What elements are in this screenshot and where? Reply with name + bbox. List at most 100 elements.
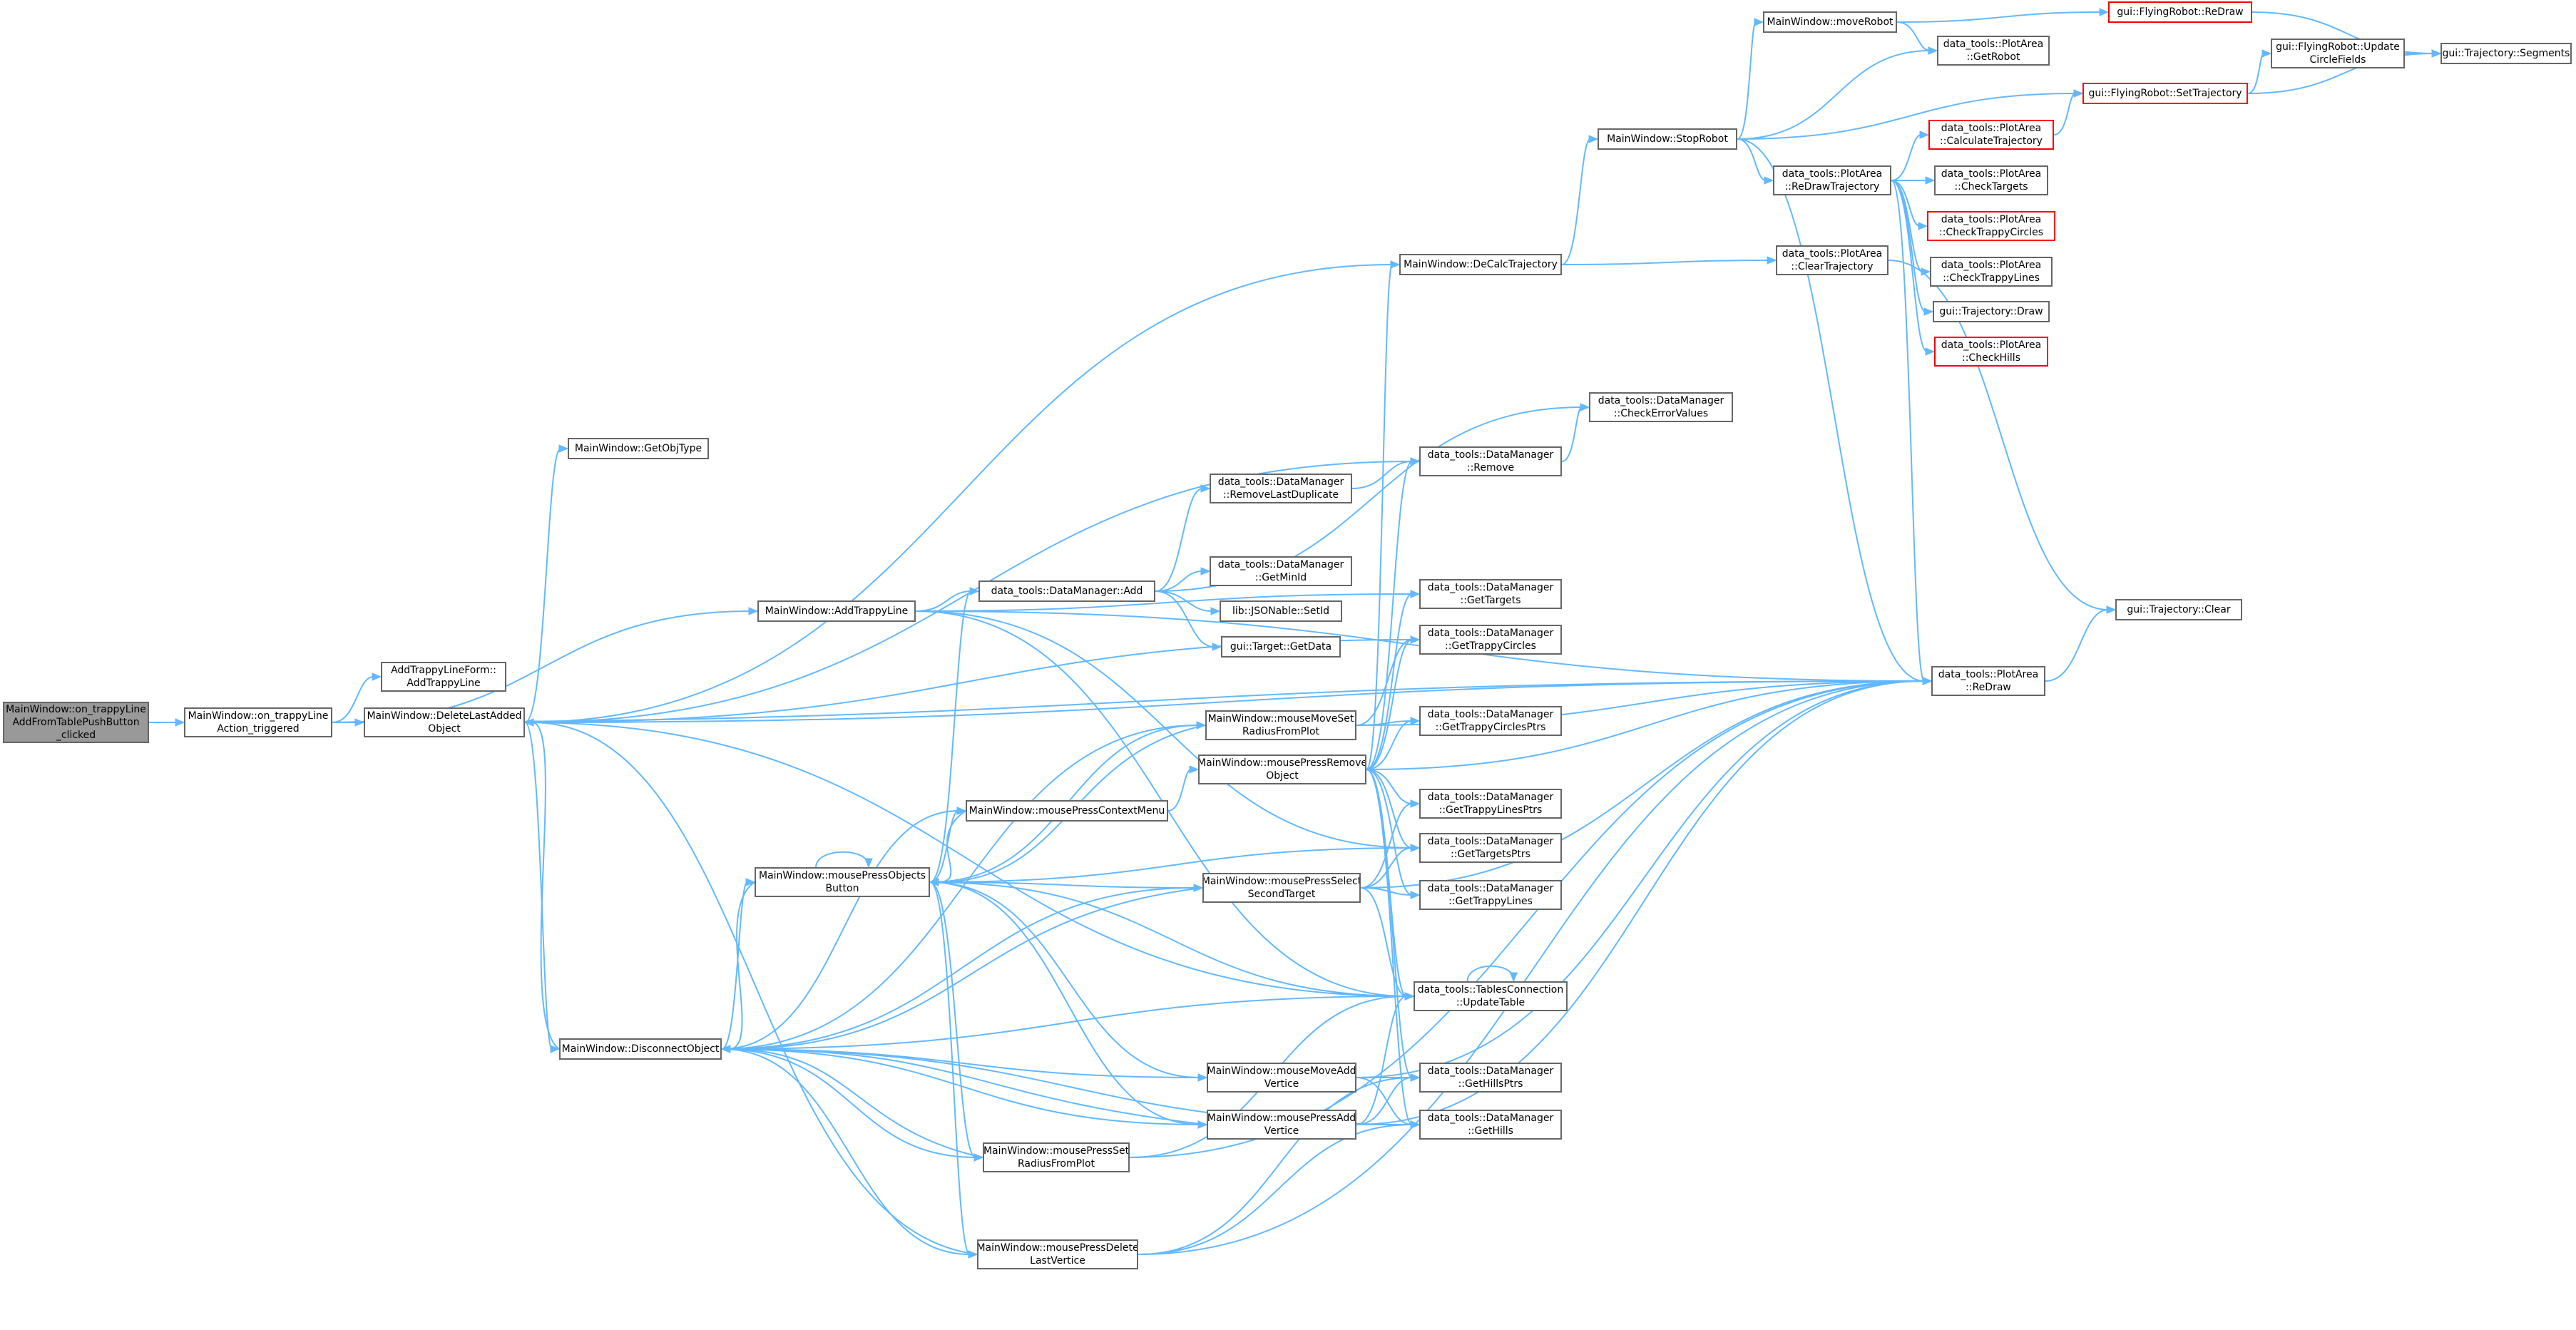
node-addtrappy[interactable]: MainWindow::AddTrappyLine [757, 600, 916, 622]
node-label-line: ::GetHills [1468, 1125, 1513, 1137]
edge-redrawtraj-to-trajdraw [1891, 180, 1926, 312]
node-label-line: lib::JSONable::SetId [1232, 605, 1329, 617]
edge-deletelast-to-decalc [524, 264, 1393, 723]
node-label-line: ::GetRobot [1966, 51, 2020, 63]
edge-mousepressobjects-to-gettargetsptrs [929, 847, 1413, 883]
node-stoprobot[interactable]: MainWindow::StopRobot [1598, 128, 1737, 150]
edge-mousepressadd-to-disconnect [728, 1048, 1207, 1125]
edge-arrowhead [1410, 799, 1421, 808]
node-gethillsptrs[interactable]: data_tools::DataManager::GetHillsPtrs [1419, 1063, 1562, 1093]
node-moverobot[interactable]: MainWindow::moveRobot [1763, 11, 1897, 33]
node-checkhills[interactable]: data_tools::PlotArea::CheckHills [1934, 337, 2048, 367]
node-cleartraj[interactable]: data_tools::PlotArea::ClearTrajectory [1776, 245, 1888, 275]
edge-dmadd-to-removelastdup [1155, 488, 1203, 592]
edge-mousepressdelete-to-plotredraw [1138, 680, 1925, 1255]
edge-dmadd-to-targetgetdata [1155, 590, 1215, 648]
edge-arrowhead [550, 1045, 561, 1053]
node-label-line: MainWindow::DisconnectObject [561, 1043, 720, 1055]
node-checktrappylines[interactable]: data_tools::PlotArea::CheckTrappyLines [1930, 257, 2053, 287]
node-checktargets[interactable]: data_tools::PlotArea::CheckTargets [1934, 165, 2048, 195]
node-label-line: ::RemoveLastDuplicate [1222, 489, 1339, 501]
node-label-line: SecondTarget [1247, 889, 1316, 900]
edge-deletelast-to-disconnect [524, 722, 553, 1050]
edge-plotredraw-to-trajclear [2045, 609, 2109, 682]
node-label-line: CircleFields [2309, 54, 2366, 66]
node-getminid[interactable]: data_tools::DataManager::GetMinId [1210, 556, 1352, 586]
node-label-line: gui::Trajectory::Clear [2127, 604, 2231, 615]
edge-calctraj-to-frsettraj [2053, 93, 2076, 135]
node-label-line: data_tools::PlotArea [1941, 123, 2042, 134]
node-gettrappycircles[interactable]: data_tools::DataManager::GetTrappyCircle… [1419, 625, 1562, 655]
node-getobjtype[interactable]: MainWindow::GetObjType [568, 438, 709, 459]
edge-on_trappy-to-plotredraw [332, 680, 1925, 723]
node-label-line: data_tools::PlotArea [1782, 168, 1883, 180]
edge-arrowhead [1925, 176, 1936, 185]
node-frredraw[interactable]: gui::FlyingRobot::ReDraw [2108, 1, 2252, 23]
node-addform[interactable]: AddTrappyLineForm::AddTrappyLine [381, 662, 506, 692]
edge-disconnect-to-mousepressadd [721, 1048, 1200, 1125]
node-label-line: ::GetHillsPtrs [1458, 1078, 1523, 1090]
node-dmadd[interactable]: data_tools::DataManager::Add [978, 580, 1155, 602]
edge-deletelast-to-plotredraw [524, 680, 1925, 723]
node-gettrappylines[interactable]: data_tools::DataManager::GetTrappyLines [1419, 880, 1562, 910]
edge-arrowhead [2073, 89, 2084, 98]
node-gettrappycirclesptrs[interactable]: data_tools::DataManager::GetTrappyCircle… [1419, 706, 1562, 736]
node-plotredraw[interactable]: data_tools::PlotArea::ReDraw [1931, 666, 2045, 696]
node-label-line: MainWindow::AddTrappyLine [765, 605, 909, 617]
node-label-line: MainWindow::mousePressSelect [1202, 876, 1361, 887]
node-trajdraw[interactable]: gui::Trajectory::Draw [1933, 301, 2050, 322]
node-trajsegments[interactable]: gui::Trajectory::Segments [2440, 43, 2572, 64]
edge-stoprobot-to-getrobot [1737, 50, 1931, 140]
node-removelastdup[interactable]: data_tools::DataManager::RemoveLastDupli… [1210, 474, 1352, 503]
node-targetgetdata[interactable]: gui::Target::GetData [1221, 636, 1341, 658]
node-frsettraj[interactable]: gui::FlyingRobot::SetTrajectory [2082, 83, 2248, 104]
node-gettargetsptrs[interactable]: data_tools::DataManager::GetTargetsPtrs [1419, 833, 1562, 863]
node-calctraj[interactable]: data_tools::PlotArea::CalculateTrajector… [1928, 120, 2054, 150]
node-mousecontext[interactable]: MainWindow::mousePressContextMenu [966, 800, 1168, 822]
node-gettargets[interactable]: data_tools::DataManager::GetTargets [1419, 579, 1562, 609]
edge-arrowhead [1580, 403, 1590, 411]
node-getrobot[interactable]: data_tools::PlotArea::GetRobot [1937, 36, 2050, 66]
edge-mousecontext-to-mousepressremove [1167, 769, 1192, 812]
node-dmremove[interactable]: data_tools::DataManager::Remove [1419, 446, 1562, 476]
edge-frsettraj-to-frupdate [2247, 53, 2264, 94]
node-updatetable[interactable]: data_tools::TablesConnection::UpdateTabl… [1414, 981, 1568, 1011]
node-label-line: MainWindow::moveRobot [1767, 16, 1893, 28]
node-label-line: MainWindow::DeCalcTrajectory [1404, 259, 1558, 270]
node-trajclear[interactable]: gui::Trajectory::Clear [2115, 599, 2242, 620]
edge-mousepressobjects-to-mousepressobjects [815, 851, 869, 868]
edge-arrowhead [1210, 607, 1221, 615]
edge-mousepressremove-to-gettrappylinesptrs [1366, 769, 1413, 804]
node-checkerror[interactable]: data_tools::DataManager::CheckErrorValue… [1589, 392, 1733, 422]
node-label-line: Action_triggered [217, 723, 300, 735]
node-label-line: Object [1266, 770, 1299, 782]
node-gethills[interactable]: data_tools::DataManager::GetHills [1419, 1110, 1562, 1140]
node-checktrappycircles[interactable]: data_tools::PlotArea::CheckTrappyCircles [1927, 211, 2055, 241]
edge-disconnect-to-mousecontext [721, 810, 959, 1050]
edge-mouseselectsecond-to-disconnect [728, 887, 1203, 1050]
edge-mousepressobjects-to-updatetable [929, 881, 1407, 997]
edge-addtrappy-to-gettargetsptrs [915, 610, 1413, 849]
node-label-line: data_tools::DataManager [1427, 836, 1554, 847]
node-redrawtraj[interactable]: data_tools::PlotArea::ReDrawTrajectory [1773, 165, 1891, 195]
node-setid[interactable]: lib::JSONable::SetId [1220, 600, 1342, 622]
node-label-line: gui::FlyingRobot::Update [2276, 41, 2400, 53]
node-gettrappylinesptrs[interactable]: data_tools::DataManager::GetTrappyLinesP… [1419, 789, 1562, 819]
edge-arrowhead [1410, 717, 1421, 725]
node-decalc[interactable]: MainWindow::DeCalcTrajectory [1399, 254, 1562, 275]
edge-moverobot-to-frredraw [1896, 11, 2102, 23]
node-disconnect[interactable]: MainWindow::DisconnectObject [559, 1038, 722, 1060]
edge-arrowhead [1197, 1073, 1208, 1082]
